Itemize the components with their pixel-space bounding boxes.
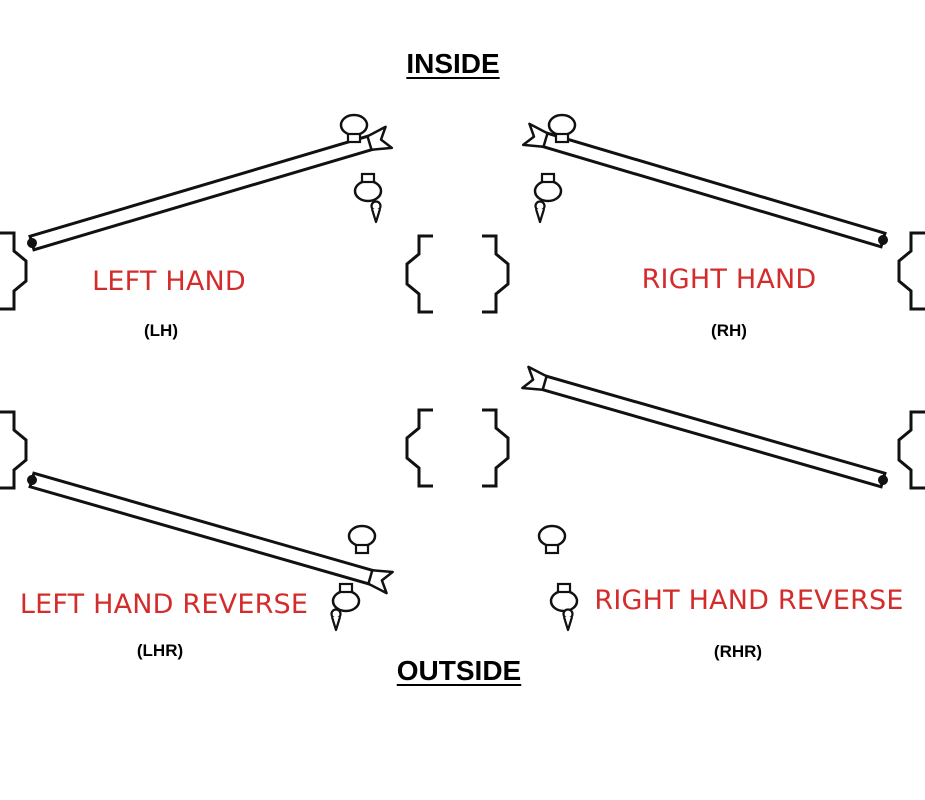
right-hand-label: RIGHT HAND	[641, 264, 817, 295]
right-hand-abbreviation: (RH)	[711, 321, 747, 340]
left-hand-abbreviation: (LH)	[144, 321, 178, 340]
right-hand-reverse-hinge-jamb	[897, 410, 925, 490]
center-frame-top-right-bracket	[480, 234, 510, 314]
right-hand-reverse-label: RIGHT HAND REVERSE	[594, 585, 904, 616]
right-hand-reverse-door-leaf	[520, 365, 893, 494]
outside-heading: OUTSIDE	[396, 655, 522, 686]
left-hand-label: LEFT HAND	[92, 266, 246, 297]
left-hand-reverse-label: LEFT HAND REVERSE	[19, 589, 309, 620]
right-hand-reverse-keyhole-icon	[562, 608, 574, 632]
center-frame-top-left-bracket	[405, 234, 435, 314]
right-hand-outside-knob	[533, 172, 563, 203]
inside-heading: INSIDE	[406, 48, 500, 79]
right-hand-keyhole-icon	[534, 200, 546, 224]
left-hand-reverse-abbreviation: (LHR)	[136, 641, 184, 660]
center-frame-bottom-right-bracket	[480, 408, 510, 488]
right-hand-reverse-outside-knob	[549, 582, 579, 613]
left-hand-reverse-outside-knob	[331, 582, 361, 613]
center-frame-bottom-left-bracket	[405, 408, 435, 488]
left-hand-outside-knob	[353, 172, 383, 203]
right-hand-door-leaf	[521, 122, 893, 254]
center-frame-top	[405, 234, 510, 314]
left-hand-reverse-hinge-jamb	[0, 410, 28, 490]
left-hand-keyhole-icon	[370, 200, 382, 224]
left-hand-reverse-keyhole-icon	[330, 608, 342, 632]
left-hand-hinge-jamb	[0, 231, 28, 311]
right-hand-reverse-inside-knob	[537, 524, 567, 555]
left-hand-reverse-door-leaf	[22, 466, 395, 595]
left-hand-door-leaf	[22, 125, 394, 257]
right-hand-reverse-abbreviation: (RHR)	[713, 642, 763, 661]
left-hand-reverse-inside-knob	[347, 524, 377, 555]
right-hand-hinge-jamb	[897, 231, 925, 311]
center-frame-bottom	[405, 408, 510, 488]
